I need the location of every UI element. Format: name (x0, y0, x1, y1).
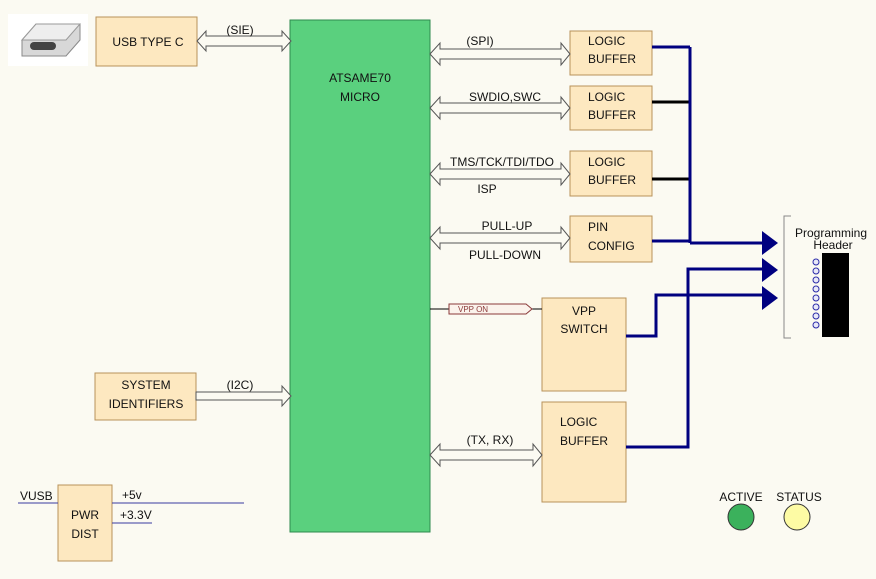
vpp-switch-line2: SWITCH (560, 322, 607, 336)
logic-buffer-spi-line2: BUFFER (588, 52, 636, 66)
logic-buffer-spi-line1: LOGIC (588, 34, 626, 48)
pull-up-down-bus-arrow (429, 225, 571, 251)
micro-label-line2: MICRO (340, 90, 380, 104)
pin-config-line2: CONFIG (588, 239, 635, 253)
i2c-bus-label: (I2C) (227, 378, 254, 392)
usb-type-c-label: USB TYPE C (112, 35, 183, 49)
i2c-bus-arrow (195, 384, 292, 408)
system-identifiers-line1: SYSTEM (121, 378, 170, 392)
logic-buffer-jtag-line2: BUFFER (588, 173, 636, 187)
system-identifiers-block (94, 372, 197, 421)
5v-rail-label: +5v (122, 488, 142, 502)
jtag-bus-label: TMS/TCK/TDI/TDO (450, 155, 554, 169)
system-identifiers-line2: IDENTIFIERS (109, 397, 184, 411)
pull-down-label: PULL-DOWN (469, 248, 541, 262)
swd-bus-arrow (429, 95, 571, 121)
3v3-rail-label: +3.3V (120, 508, 152, 522)
active-led-icon (727, 503, 755, 531)
swd-bus-label: SWDIO,SWC (469, 90, 541, 104)
pwr-dist-block (57, 484, 113, 562)
usb-connector-icon (8, 14, 88, 66)
uart-bus-arrow (429, 442, 543, 468)
vpp-switch-block (541, 297, 627, 392)
logic-buffer-uart-block (541, 401, 627, 503)
pull-up-label: PULL-UP (482, 219, 533, 233)
jtag-bus-arrow (429, 161, 571, 187)
pin-config-line1: PIN (588, 220, 608, 234)
header-pins (812, 258, 820, 329)
status-led-icon (783, 503, 811, 531)
uart-bus-label: (TX, RX) (467, 433, 514, 447)
logic-buffer-swd-line2: BUFFER (588, 108, 636, 122)
status-led-label: STATUS (776, 490, 822, 504)
isp-bus-label: ISP (477, 182, 496, 196)
buffer-output-wiring (626, 45, 766, 449)
pin-config-block (569, 215, 653, 263)
programming-header-line1: Programming (795, 226, 867, 240)
vpp-switch-line1: VPP (572, 304, 596, 318)
header-input-arrow-1 (762, 231, 778, 255)
atsame70-micro-block (289, 19, 431, 533)
pwr-dist-line2: DIST (71, 527, 99, 541)
header-bracket (783, 215, 791, 339)
sie-bus-label: (SIE) (226, 23, 253, 37)
vpp-on-label: VPP ON (458, 305, 488, 314)
spi-bus-label: (SPI) (466, 34, 493, 48)
logic-buffer-jtag-line1: LOGIC (588, 155, 626, 169)
programming-header-connector (822, 253, 849, 337)
logic-buffer-uart-line2: BUFFER (560, 434, 608, 448)
micro-label-line1: ATSAME70 (329, 71, 391, 85)
header-input-arrow-2 (762, 258, 778, 282)
header-input-arrow-3 (762, 286, 778, 310)
spi-bus-arrow (429, 41, 571, 67)
pwr-dist-line1: PWR (71, 508, 99, 522)
logic-buffer-swd-block (569, 85, 653, 131)
logic-buffer-jtag-block (569, 150, 653, 197)
logic-buffer-uart-line1: LOGIC (560, 415, 598, 429)
sie-bus-arrow (196, 29, 292, 53)
usb-type-c-block (95, 16, 198, 67)
programming-header-line2: Header (813, 238, 852, 252)
vusb-label: VUSB (20, 489, 53, 503)
logic-buffer-swd-line1: LOGIC (588, 90, 626, 104)
vpp-on-net-flag (448, 303, 533, 315)
active-led-label: ACTIVE (719, 490, 762, 504)
logic-buffer-spi-block (569, 30, 653, 76)
